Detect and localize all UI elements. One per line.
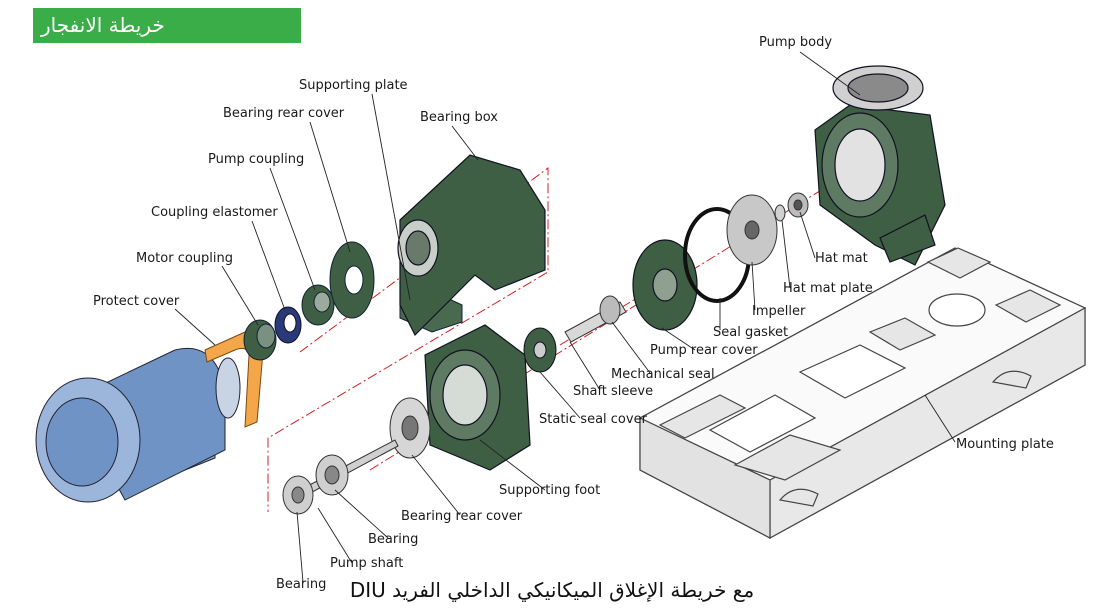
label-pump-shaft: Pump shaft (330, 556, 404, 571)
bearing-rear-cover-bottom-part (389, 397, 431, 459)
bearing-box-part (397, 154, 546, 337)
diagram-caption: DIU مع خريطة الإغلاق الميكانيكي الداخلي … (349, 578, 755, 602)
bearing-rear-cover-top-part (329, 241, 375, 319)
label-mounting-plate: Mounting plate (956, 437, 1054, 452)
label-supporting-plate: Supporting plate (299, 78, 408, 93)
impeller-part (726, 194, 778, 266)
motor-coupling-part (243, 319, 277, 361)
pump-shaft-part (299, 439, 399, 498)
label-seal-gasket: Seal gasket (713, 325, 789, 340)
leader-lines (174, 51, 956, 583)
coupling-elastomer-part (274, 306, 302, 344)
label-motor-coupling: Motor coupling (136, 251, 234, 266)
label-static-seal-cover: Static seal cover (539, 412, 647, 427)
page-title: خريطة الانفجار (41, 13, 165, 37)
supporting-foot-part (424, 324, 531, 471)
bearing-parts (282, 454, 349, 515)
label-pump-coupling: Pump coupling (208, 152, 305, 167)
label-mechanical-seal: Mechanical seal (611, 367, 715, 382)
label-protect-cover: Protect cover (93, 294, 180, 309)
mounting-plate-part (638, 247, 1087, 540)
label-pump-rear-cover: Pump rear cover (650, 343, 758, 358)
hat-mat-plate-part (774, 204, 786, 222)
pump-rear-cover-part (632, 239, 698, 331)
label-bearing-rear-cover-bottom: Bearing rear cover (401, 509, 523, 524)
label-pump-body: Pump body (759, 35, 833, 50)
pump-coupling-part (301, 284, 335, 326)
label-impeller: Impeller (752, 304, 806, 319)
mechanical-seal-part (564, 295, 627, 343)
label-supporting-foot: Supporting foot (499, 483, 601, 498)
label-hat-mat: Hat mat (815, 251, 868, 266)
label-bearing-rear-cover-top: Bearing rear cover (223, 106, 345, 121)
hat-mat-part (787, 192, 809, 218)
motor-part (35, 347, 241, 503)
label-hat-mat-plate: Hat mat plate (783, 281, 873, 296)
label-bearing-bottom: Bearing (276, 577, 327, 592)
static-seal-cover-part (523, 327, 557, 373)
label-bearing-mid: Bearing (368, 532, 419, 547)
page-title-banner: خريطة الانفجار (33, 8, 301, 43)
label-shaft-sleeve: Shaft sleeve (573, 384, 654, 399)
label-bearing-box: Bearing box (420, 110, 498, 125)
pump-body-part (814, 65, 946, 266)
label-coupling-elastomer: Coupling elastomer (151, 205, 278, 220)
